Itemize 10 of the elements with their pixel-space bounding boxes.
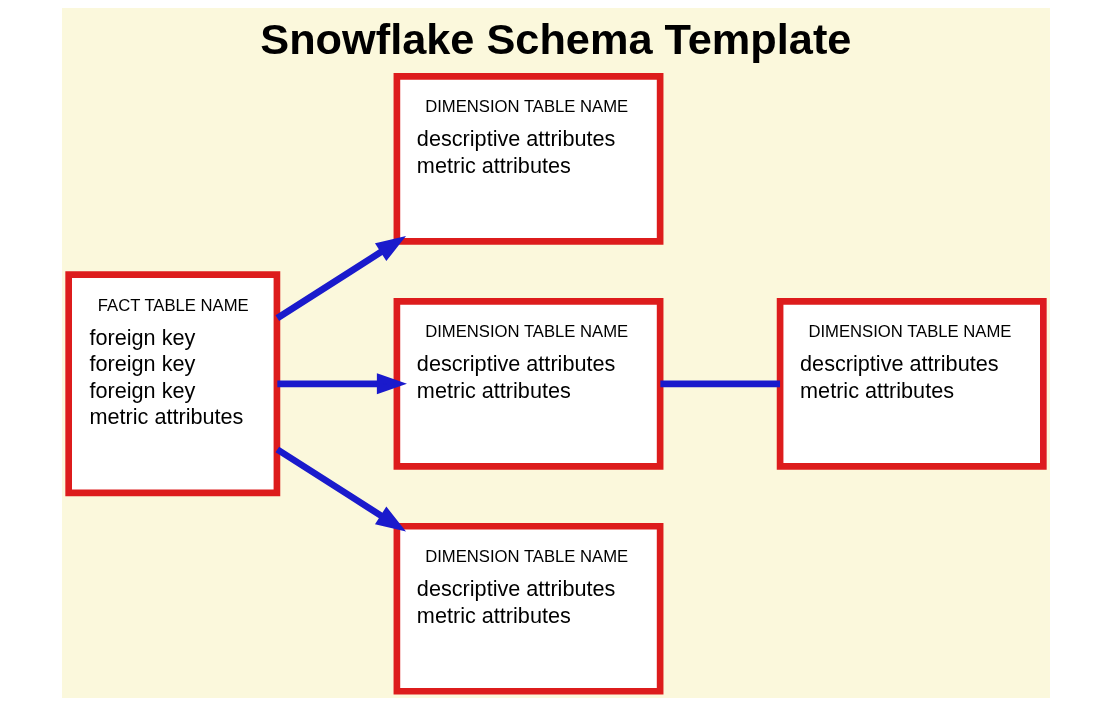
node-box: DIMENSION TABLE NAME descriptive attributes metric attributes (393, 522, 663, 695)
connector (659, 380, 780, 388)
node-box: DIMENSION TABLE NAME descriptive attributes metric attributes (393, 298, 663, 470)
node-box: DIMENSION TABLE NAME descriptive attributes metric attributes (776, 298, 1047, 470)
arrow (276, 373, 407, 395)
arrow (275, 236, 406, 321)
diagram-title: Snowflake Schema Template (259, 15, 851, 64)
node-box: FACT TABLE NAME foreign key foreign key foreign key metric attributes (64, 271, 280, 497)
arrow (275, 446, 406, 532)
node-box: DIMENSION TABLE NAME descriptive attributes metric attributes (393, 73, 663, 245)
